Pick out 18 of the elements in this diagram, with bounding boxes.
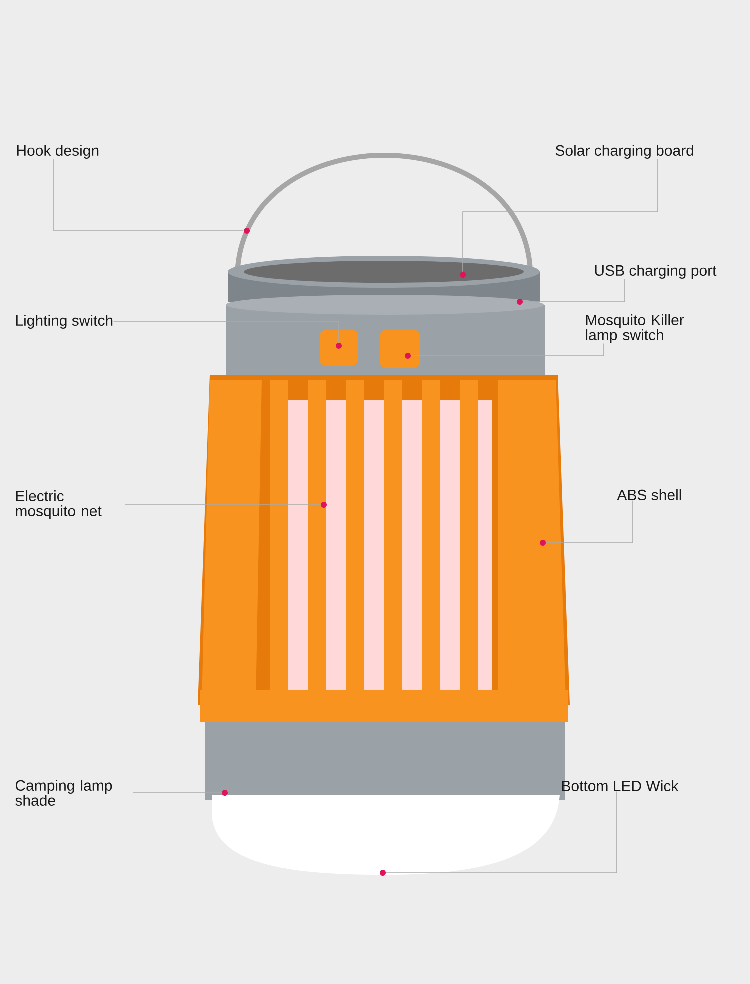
callout-label: Electric mosquito net (16, 490, 102, 520)
callout-label: Bottom LED Wick (562, 780, 679, 792)
leader-line (462, 158, 658, 272)
callout-label: Mosquito Killer lamp switch (586, 314, 684, 344)
callout-label: Solar charging board (556, 145, 694, 159)
callout-label: Camping lamp shade (16, 780, 112, 806)
callout-label: Lighting switch (16, 315, 113, 329)
callout-label: USB charging port (595, 265, 717, 279)
leader-line (410, 343, 604, 356)
leader-line (125, 504, 322, 506)
leader-line (546, 500, 634, 544)
leader-line (522, 278, 626, 302)
leader-line (133, 792, 222, 794)
callout-label: Hook design (17, 145, 99, 159)
leader-line (113, 322, 340, 344)
leader-line (54, 158, 244, 232)
callout-label: ABS shell (617, 490, 682, 500)
leader-line (386, 791, 618, 874)
